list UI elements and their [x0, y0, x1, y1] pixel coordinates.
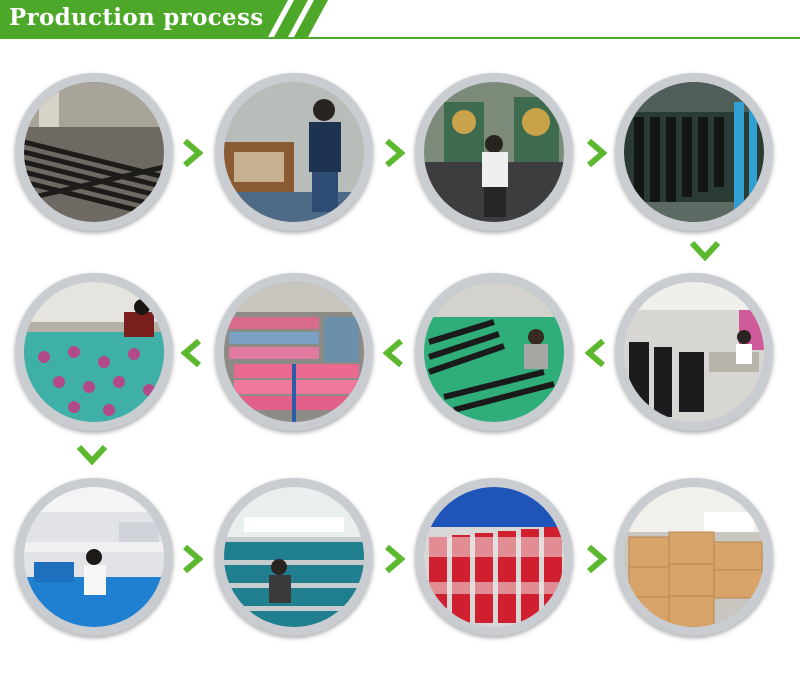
header-banner: Production process — [0, 0, 800, 40]
step-5-assembly-workshop — [615, 273, 773, 431]
fabric-rolls-photo-icon — [224, 282, 364, 422]
step-7-fabric-rolls — [215, 273, 373, 431]
hanging-frames-photo-icon — [624, 82, 764, 222]
tube-cutting-machine-photo-icon — [224, 82, 364, 222]
punching-press-photo-icon — [424, 82, 564, 222]
arrow-right-icon — [183, 138, 203, 168]
arrow-left-icon — [181, 338, 201, 368]
banner-shape — [0, 0, 800, 39]
carton-warehouse-photo-icon — [624, 487, 764, 627]
assembly-workshop-photo-icon — [624, 282, 764, 422]
arrow-left-icon — [383, 338, 403, 368]
arrow-right-icon — [587, 138, 607, 168]
arrow-right-icon — [385, 544, 405, 574]
steel-tubes-photo-icon — [24, 82, 164, 222]
sewing-workshop-photo-icon — [24, 487, 164, 627]
packaged-chairs-photo-icon — [424, 487, 564, 627]
step-8-fabric-cutting — [15, 273, 173, 431]
step-2-tube-cutting — [215, 73, 373, 231]
step-6-frame-assembly — [415, 273, 573, 431]
fabric-cutting-photo-icon — [24, 282, 164, 422]
step-4-hanging-frames — [615, 73, 773, 231]
step-12-carton-warehouse — [615, 478, 773, 636]
arrow-down-icon — [689, 240, 721, 261]
step-1-steel-tubes — [15, 73, 173, 231]
arrow-left-icon — [585, 338, 605, 368]
arrow-right-icon — [587, 544, 607, 574]
frame-assembly-photo-icon — [424, 282, 564, 422]
step-10-chair-assembly — [215, 478, 373, 636]
step-9-sewing-workshop — [15, 478, 173, 636]
chair-assembly-photo-icon — [224, 487, 364, 627]
page-title: Production process — [9, 4, 264, 31]
step-3-punching-press — [415, 73, 573, 231]
arrow-right-icon — [183, 544, 203, 574]
arrow-right-icon — [385, 138, 405, 168]
arrow-down-icon — [76, 444, 108, 465]
step-11-packaged-chairs — [415, 478, 573, 636]
